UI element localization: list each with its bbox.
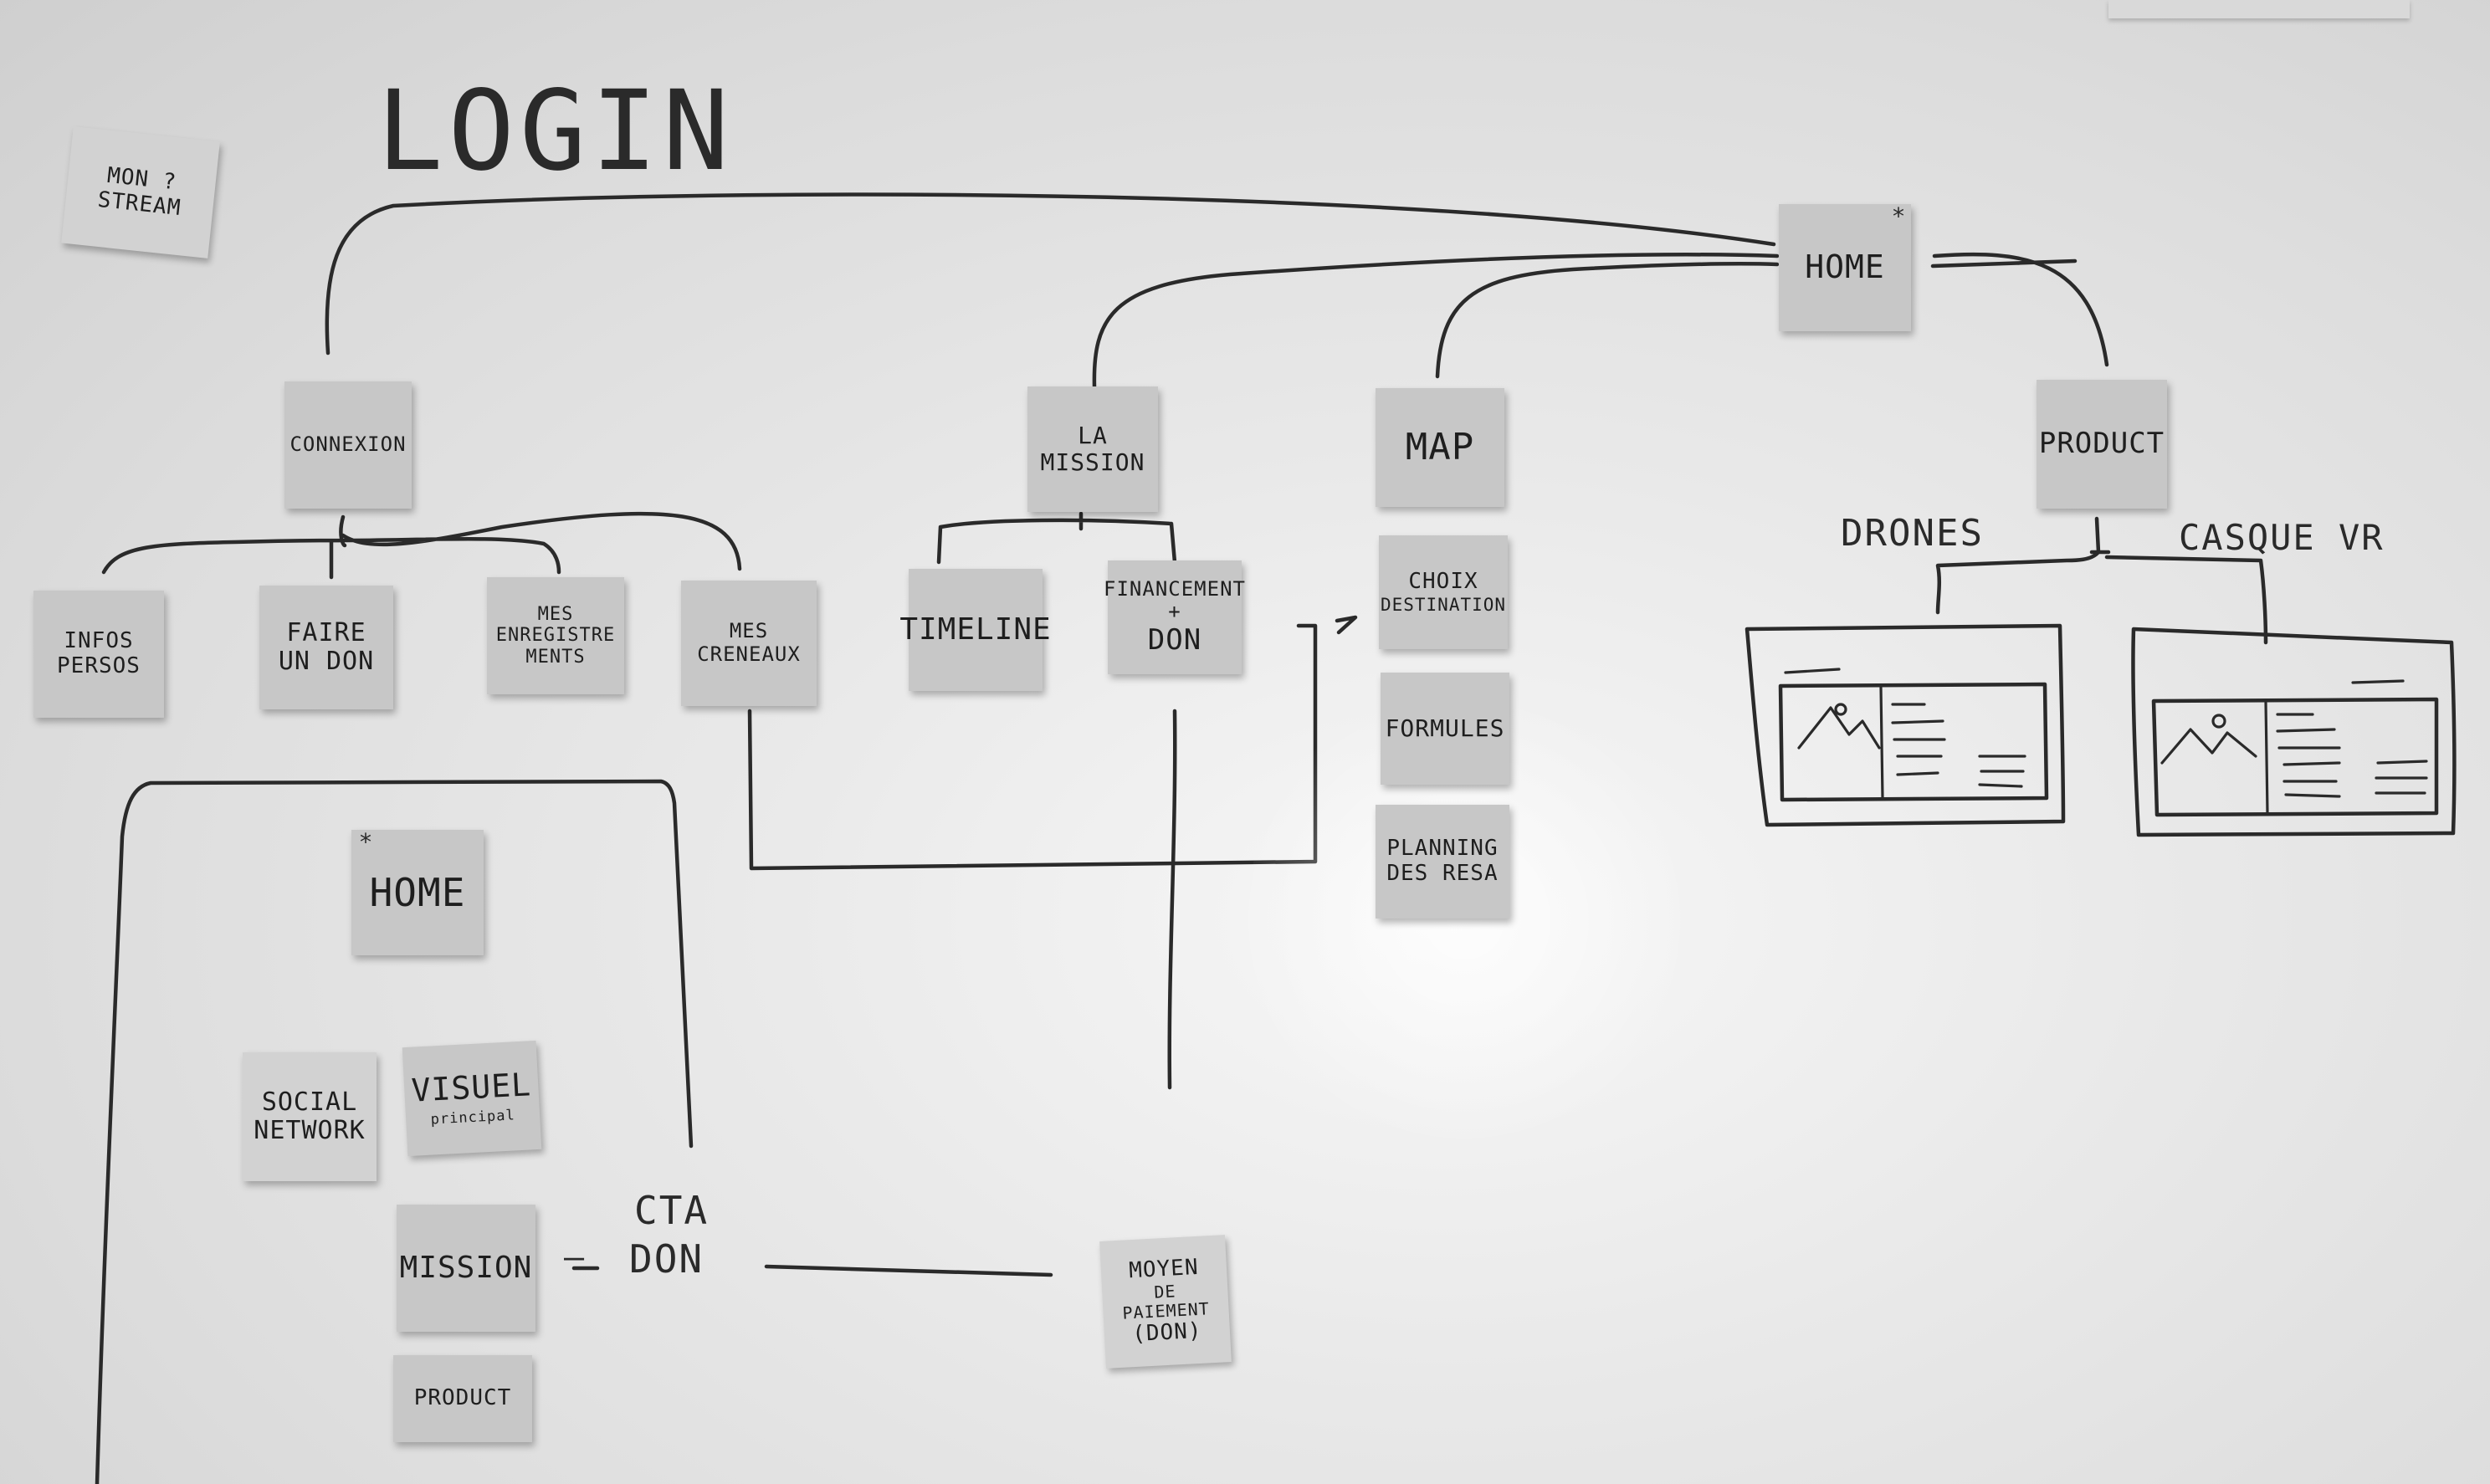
note-infos-persos: INFOS PERSOS (33, 591, 164, 718)
home-bottom-mark: * (360, 828, 371, 856)
note-financement-don: FINANCEMENT + DON (1104, 560, 1245, 674)
note-faire-un-don-line2: UN DON (278, 647, 375, 676)
note-home-bottom: HOME (351, 830, 484, 955)
note-visuel-sub: principal (430, 1107, 516, 1128)
note-planning-des-resa: PLANNING DES RESA (1376, 805, 1509, 919)
home-top-mark: * (1893, 202, 1904, 230)
label-drones: DRONES (1841, 512, 1984, 555)
note-moyen-line2: DE PAIEMENT (1121, 1281, 1211, 1323)
note-financement-don-line2: + (1168, 600, 1181, 624)
note-financement-don-line3: DON (1147, 623, 1202, 658)
note-mes-creneaux-line2: CRENEAUX (697, 642, 801, 666)
note-choix-destination-line1: CHOIX (1408, 568, 1478, 594)
note-timeline-label: TIMELINE (899, 612, 1052, 647)
note-home-bottom-label: HOME (369, 869, 466, 915)
line-creneaux-choix (747, 615, 1358, 871)
note-product-small-label: PRODUCT (413, 1385, 512, 1411)
line-home-product (1930, 252, 2109, 367)
note-moyen-line1: MOYEN (1128, 1255, 1200, 1284)
note-mission: MISSION (397, 1205, 535, 1332)
note-mes-creneaux-line1: MES (729, 619, 769, 643)
wireframe-drones (1745, 623, 2066, 827)
note-home-top-label: HOME (1805, 248, 1885, 286)
line-mission-children (936, 511, 1177, 565)
note-visuel: VISUEL principal (402, 1040, 542, 1157)
note-mission-label: MISSION (399, 1251, 533, 1286)
note-la-mission-label: LA MISSION (1040, 421, 1145, 476)
note-social-network-line2: NETWORK (254, 1116, 366, 1145)
note-planning-line1: PLANNING (1386, 836, 1499, 862)
line-financement-down (1167, 709, 1177, 1090)
note-mes-enregistrements: MES ENREGISTRE MENTS (487, 577, 624, 694)
note-faire-un-don-line1: FAIRE (286, 617, 366, 647)
note-moyen-de-paiement: MOYEN DE PAIEMENT (DON) (1099, 1235, 1232, 1369)
line-login-home (325, 192, 1776, 356)
note-mon-stream: MON ? STREAM (61, 126, 220, 258)
note-infos-persos-line2: PERSOS (57, 653, 141, 678)
note-mes-enregistrements-line2: ENREGISTRE (495, 625, 616, 647)
label-cta-dash: — (564, 1238, 587, 1277)
note-formules-label: FORMULES (1385, 714, 1505, 742)
note-planning-line2: DES RESA (1386, 861, 1499, 886)
line-cta-don (571, 1264, 1053, 1277)
wireframe-casque (2131, 627, 2457, 837)
note-mes-enregistrements-line1: MES (537, 604, 574, 626)
note-infos-persos-line1: INFOS (64, 628, 134, 654)
note-choix-destination-line2: DESTINATION (1380, 594, 1507, 615)
note-timeline: TIMELINE (899, 569, 1051, 691)
note-product: PRODUCT (2037, 380, 2167, 509)
note-financement-don-line1: FINANCEMENT (1104, 576, 1246, 601)
note-mes-enregistrements-line3: MENTS (525, 646, 586, 668)
line-home-map (1435, 262, 1780, 379)
note-product-label: PRODUCT (2038, 427, 2165, 461)
note-visuel-label: VISUEL (410, 1066, 533, 1110)
label-casque-vr: CASQUE VR (2179, 517, 2385, 558)
note-social-network: SOCIAL NETWORK (243, 1052, 377, 1181)
line-home-mission (1092, 253, 1780, 389)
note-formules: FORMULES (1381, 673, 1509, 785)
page-title: LOGIN (377, 67, 735, 196)
note-map: MAP (1376, 388, 1504, 507)
note-social-network-line1: SOCIAL (261, 1087, 358, 1117)
bracket-bottom-left (95, 779, 694, 1484)
note-connexion-label: CONNEXION (289, 432, 407, 457)
label-don: DON (629, 1236, 704, 1282)
line-connexion-children (101, 511, 742, 580)
note-choix-destination: CHOIX DESTINATION (1379, 535, 1508, 649)
note-mes-creneaux: MES CRENEAUX (681, 581, 817, 706)
note-moyen-line3: (DON) (1131, 1318, 1203, 1348)
note-faire-un-don: FAIRE UN DON (259, 586, 393, 709)
note-product-small: PRODUCT (393, 1355, 532, 1442)
note-home-top: HOME (1779, 204, 1911, 331)
note-map-label: MAP (1405, 425, 1475, 468)
label-cta: CTA (634, 1188, 710, 1233)
note-connexion: CONNEXION (284, 381, 412, 509)
note-la-mission: LA MISSION (1027, 386, 1158, 512)
tape-strip (2108, 0, 2410, 18)
